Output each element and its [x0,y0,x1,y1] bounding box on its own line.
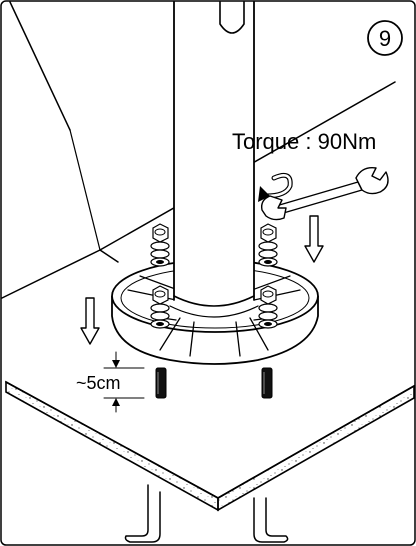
down-arrow-icon [304,215,324,263]
anchor-bars [124,484,289,543]
column-tube [169,1,259,318]
nut-stack-front-left [150,285,170,329]
concrete-slab [5,380,415,512]
wrench-icon [260,167,389,221]
gap-label: ~5cm [76,373,121,393]
background-perspective-lines [1,1,396,299]
nut-stack-back-left [150,223,170,267]
nut-stack-back-right [258,223,278,267]
step-badge [367,20,403,56]
anchor-bolt-left [155,367,167,399]
curved-arrow-icon [258,172,293,202]
torque-label: Torque : 90Nm [232,129,376,154]
gap-dimension-marker [103,351,145,413]
nut-stack-front-right [258,285,278,329]
anchor-bolt-right [261,367,273,399]
step-number: 9 [379,26,391,51]
down-arrow-icon [80,297,100,345]
